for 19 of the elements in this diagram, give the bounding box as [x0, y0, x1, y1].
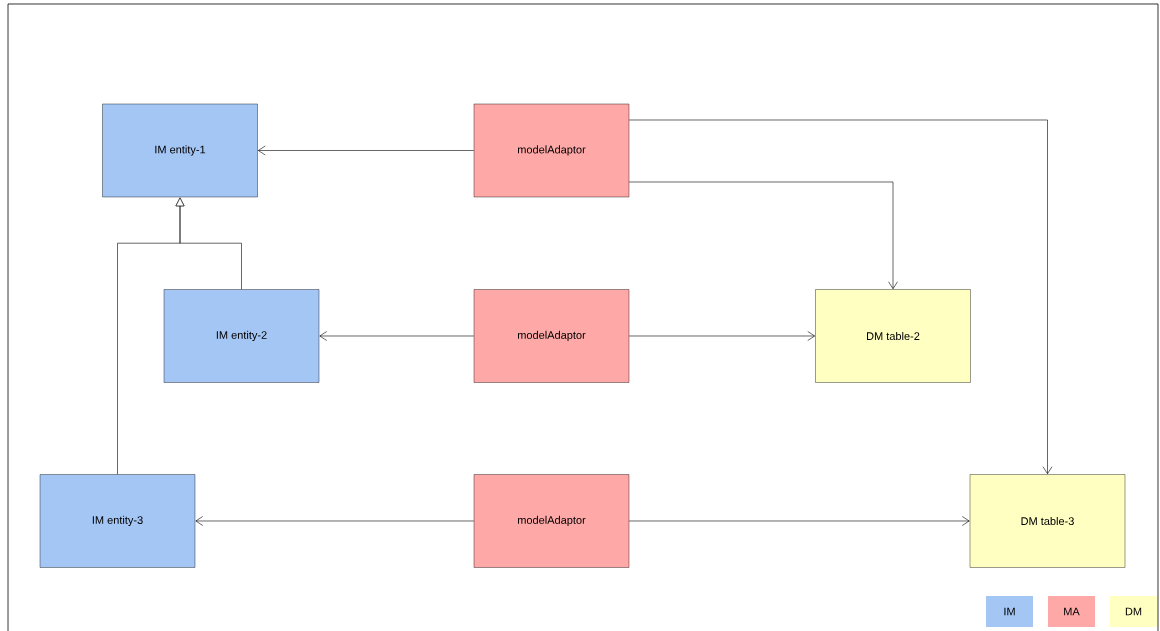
box: DM table-3 [969, 474, 1126, 568]
legend-item: MA [1048, 596, 1095, 627]
arrow [628, 181, 898, 290]
legend-item: IM [986, 596, 1033, 627]
box: IM entity-1 [102, 103, 258, 198]
legend-item: DM [1110, 596, 1157, 627]
arrow [117, 197, 185, 475]
arrow [195, 516, 475, 526]
box: IM entity-3 [39, 474, 196, 568]
arrow [257, 145, 475, 156]
box: modelAdaptor [473, 474, 630, 568]
box: DM table-2 [815, 289, 971, 383]
arrow [628, 119, 1053, 475]
box: modelAdaptor [473, 103, 630, 198]
arrow [628, 516, 970, 526]
arrow [628, 331, 816, 341]
box: IM entity-2 [163, 289, 320, 383]
box: modelAdaptor [473, 289, 630, 383]
arrow [319, 331, 475, 341]
